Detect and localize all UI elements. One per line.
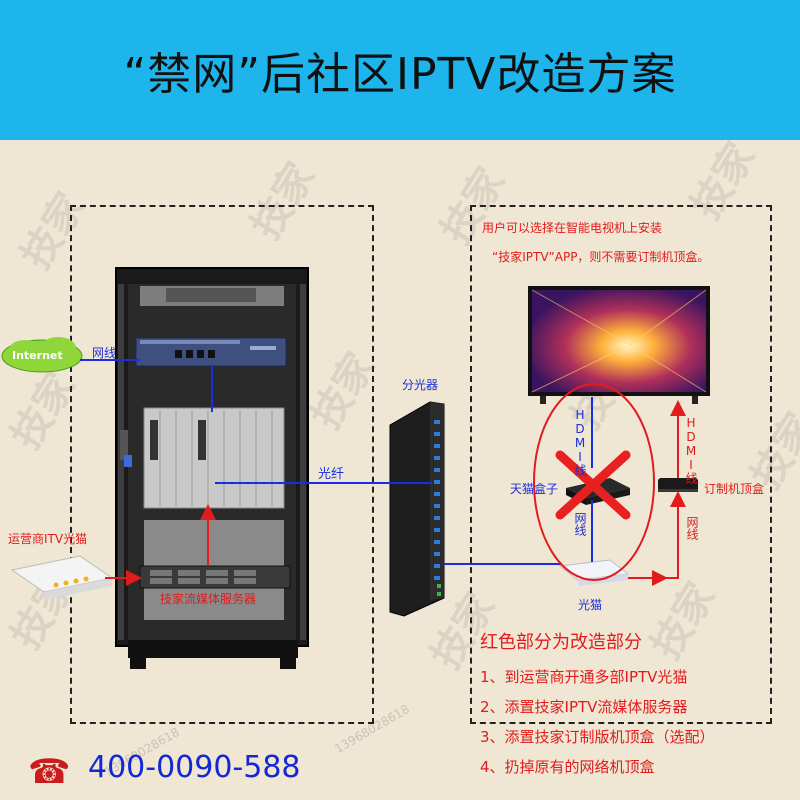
internet-label: Internet — [12, 349, 63, 362]
hdmi-right-label: HDMI线 — [684, 416, 698, 484]
custom-stb-label: 订制机顶盒 — [704, 482, 765, 496]
modem-label: 光猫 — [578, 598, 603, 612]
hdmi-left-label: HDMI线 — [573, 408, 587, 476]
server-rack — [115, 267, 309, 669]
operator-modem-device — [10, 555, 114, 600]
title-banner: “禁网”后社区IPTV改造方案 — [0, 0, 800, 140]
network-switch — [135, 337, 287, 367]
tmall-box-label: 天猫盒子 — [510, 482, 559, 496]
notes-item: 2、添置技家IPTV流媒体服务器 — [480, 698, 688, 716]
notes-title: 红色部分为改造部分 — [480, 632, 642, 653]
wangxian-mid-label: 网线 — [573, 512, 587, 536]
user-note-line2: “技家IPTV”APP，则不需要订制机顶盒。 — [492, 250, 710, 264]
red-connections — [105, 400, 686, 586]
notes-item: 1、到运营商开通多部IPTV光猫 — [480, 668, 688, 686]
contact-phone: 400-0090-588 — [88, 750, 301, 785]
server-label: 技家流媒体服务器 — [160, 592, 257, 606]
splitter-label: 分光器 — [402, 378, 439, 392]
fiber-label: 光纤 — [318, 467, 345, 482]
notes-item: 4、扔掉原有的网络机顶盒 — [480, 758, 655, 776]
user-home-group — [470, 205, 772, 724]
optical-splitter-device — [389, 401, 445, 617]
server-room-group — [70, 205, 374, 724]
remove-mark-icon — [533, 383, 655, 581]
custom-stb-device — [658, 478, 698, 492]
telephone-icon: ☎ — [28, 752, 71, 792]
blue-connections — [80, 359, 593, 565]
wangxian-left-label: 网线 — [92, 346, 117, 360]
modification-notes: 红色部分为改造部分 1、到运营商开通多部IPTV光猫 2、添置技家IPTV流媒体… — [480, 628, 715, 782]
internet-cloud-icon — [1, 337, 83, 373]
smart-tv — [528, 286, 710, 404]
wangxian-right-label: 网线 — [685, 516, 699, 540]
user-note-line1: 用户可以选择在智能电视机上安装 — [482, 221, 663, 235]
page-title: “禁网”后社区IPTV改造方案 — [123, 49, 677, 100]
notes-item: 3、添置技家订制版机顶盒（选配） — [480, 728, 715, 746]
operator-modem-label: 运营商ITV光猫 — [8, 532, 88, 546]
